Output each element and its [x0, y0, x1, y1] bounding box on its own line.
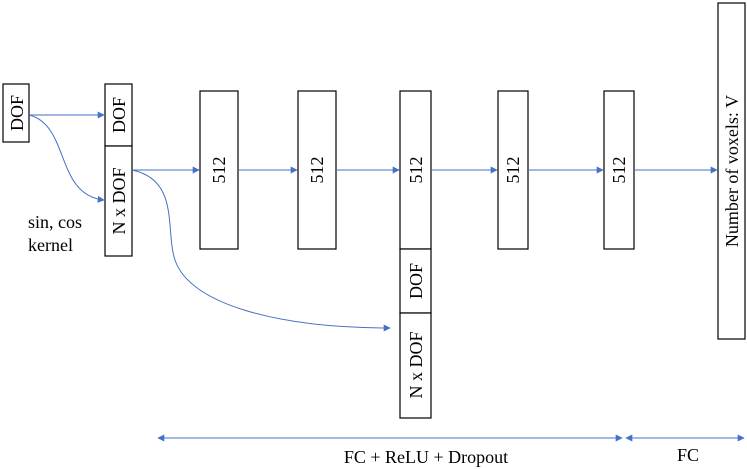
arrow-skip-connection	[131, 169, 391, 332]
layer-label-3: 512	[406, 157, 426, 184]
layer-label-2: 512	[307, 157, 327, 184]
stack-dof-box	[104, 83, 133, 147]
input-dof-box	[2, 83, 30, 143]
span-label-fc: FC	[677, 445, 699, 465]
layer-label-5: 512	[609, 157, 629, 184]
layer-box-3	[399, 90, 432, 250]
output-voxels-box	[717, 2, 746, 340]
stack-ndof-label: N x DOF	[109, 167, 129, 234]
skip-dof-box	[399, 248, 432, 314]
layer-label-4: 512	[503, 157, 523, 184]
stack-ndof-box	[104, 145, 133, 257]
input-dof-label: DOF	[7, 95, 27, 131]
skip-ndof-label: N x DOF	[406, 331, 426, 398]
skip-ndof-box	[399, 312, 432, 419]
kernel-label-line2: kernel	[28, 235, 73, 255]
output-voxels-label: Number of voxels: V	[722, 95, 742, 247]
stack-dof-label: DOF	[109, 97, 129, 133]
arrow-input-to-ndof	[28, 114, 105, 203]
skip-dof-label: DOF	[406, 263, 426, 299]
kernel-label-line1: sin, cos	[28, 212, 82, 232]
span-label-fc-relu-dropout: FC + ReLU + Dropout	[344, 447, 508, 467]
layer-label-1: 512	[209, 157, 229, 184]
